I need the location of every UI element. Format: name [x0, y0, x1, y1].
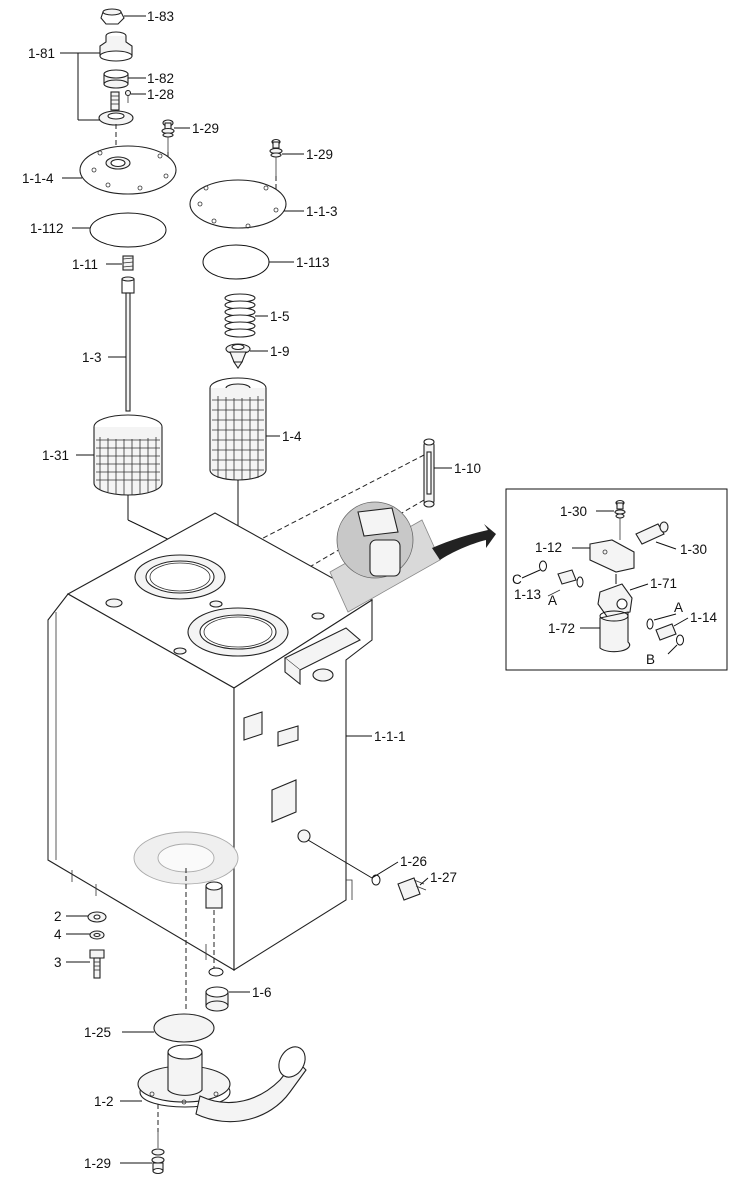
- cover-plate-1-1-3: [189, 179, 287, 229]
- label-1-11: 1-11: [72, 257, 98, 272]
- label-1-1-1: 1-1-1: [374, 729, 406, 744]
- label-1-4: 1-4: [282, 429, 302, 444]
- label-1-28: 1-28: [147, 87, 174, 102]
- inset-label-a-left: A: [548, 593, 557, 608]
- strainer-1-31: [93, 414, 163, 496]
- inset-label-c: C: [512, 572, 522, 587]
- leader-lines: [60, 15, 452, 1164]
- inset-label-1-14: 1-14: [690, 610, 718, 625]
- inset-label-1-30-right: 1-30: [680, 542, 707, 557]
- suction-pipe-1-2: [137, 1044, 307, 1123]
- inset-label-1-13: 1-13: [514, 587, 541, 602]
- o-ring-1-113: [202, 244, 270, 280]
- label-1-27: 1-27: [430, 870, 457, 885]
- filter-detail-inset: 1-30 1-30 1-12 C 1-13 A 1-71 1-72 A 1-14…: [505, 488, 728, 671]
- bolt-1-29-bottom: [151, 1104, 165, 1175]
- label-1-29-left: 1-29: [192, 121, 219, 136]
- inset-label-1-71: 1-71: [650, 576, 677, 591]
- spring-1-11: [122, 255, 134, 271]
- label-1-31: 1-31: [42, 448, 69, 463]
- inset-label-1-72: 1-72: [548, 621, 575, 636]
- label-1-1-4: 1-1-4: [22, 171, 54, 186]
- washer-2: [87, 911, 107, 923]
- hydraulic-tank-1-1-1: [47, 512, 374, 971]
- inset-label-b: B: [646, 652, 655, 667]
- label-1-81: 1-81: [28, 46, 55, 61]
- o-ring-1-112: [89, 212, 167, 248]
- sensor-1-27: [397, 877, 427, 901]
- washer-4: [89, 930, 105, 940]
- o-ring-1-26: [371, 874, 381, 886]
- label-1-9: 1-9: [270, 344, 290, 359]
- label-2: 2: [54, 909, 62, 924]
- label-1-1-3: 1-1-3: [306, 204, 338, 219]
- level-gauge-1-10: [423, 438, 435, 508]
- cover-plate-1-1-4: [79, 145, 177, 195]
- spring-1-5: [224, 293, 256, 338]
- rod-1-3: [121, 276, 135, 425]
- drain-plug-1-6: [205, 967, 229, 1012]
- label-3: 3: [54, 955, 62, 970]
- label-1-29-bottom: 1-29: [84, 1156, 111, 1171]
- label-1-2: 1-2: [94, 1094, 114, 1109]
- filter-detail-callout: [329, 501, 496, 613]
- label-1-29-right: 1-29: [306, 147, 333, 162]
- inset-label-a-right: A: [674, 600, 683, 615]
- label-1-26: 1-26: [400, 854, 427, 869]
- label-1-82: 1-82: [147, 71, 174, 86]
- label-1-10: 1-10: [454, 461, 481, 476]
- label-1-83: 1-83: [147, 9, 174, 24]
- label-1-112: 1-112: [30, 221, 64, 236]
- valve-1-9: [225, 343, 251, 369]
- inset-label-1-12: 1-12: [535, 540, 562, 555]
- label-1-5: 1-5: [270, 309, 290, 324]
- gasket-1-25: [153, 1013, 215, 1043]
- label-1-3: 1-3: [82, 350, 102, 365]
- label-1-113: 1-113: [296, 255, 330, 270]
- breather-cap-assembly: [98, 8, 134, 150]
- bolt-3: [89, 949, 105, 979]
- label-1-6: 1-6: [252, 985, 272, 1000]
- part-labels: 1-83 1-81 1-82 1-28 1-29 1-29 1-1-4 1-1-…: [22, 9, 481, 1171]
- label-1-25: 1-25: [84, 1025, 111, 1040]
- inset-label-1-30-top: 1-30: [560, 504, 587, 519]
- filter-element-1-4: [209, 377, 267, 481]
- label-4: 4: [54, 927, 62, 942]
